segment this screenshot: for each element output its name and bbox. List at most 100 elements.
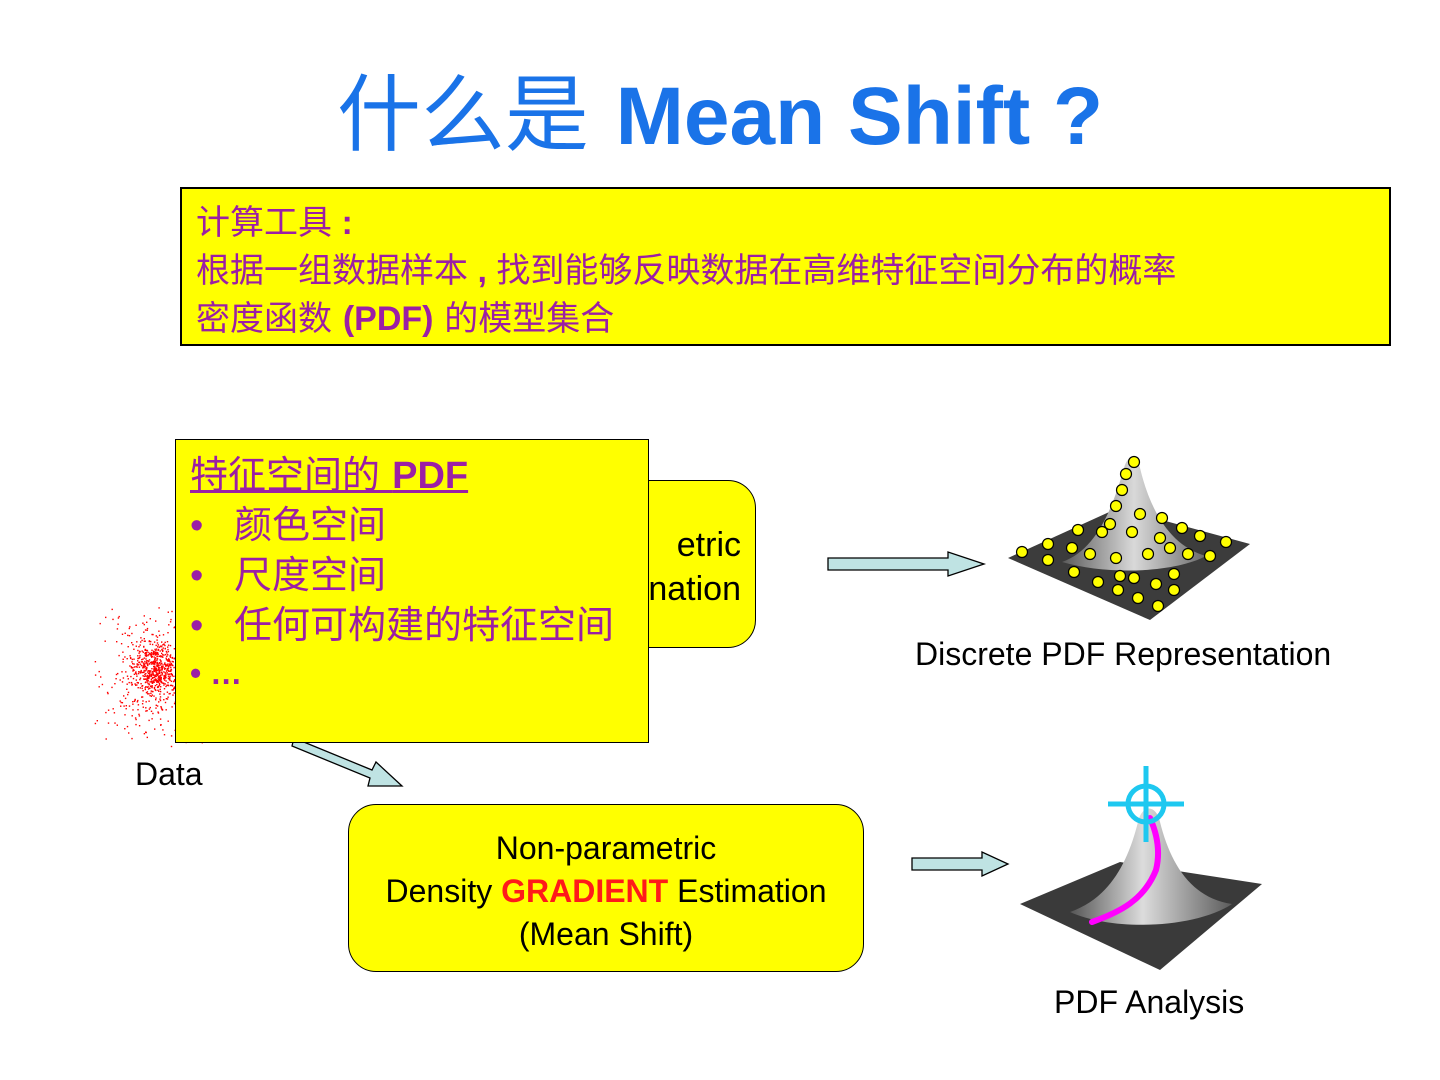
data-point [160, 679, 162, 681]
data-point [146, 691, 149, 693]
data-point [98, 686, 100, 688]
data-point [160, 676, 162, 679]
data-point [156, 681, 158, 683]
data-point [157, 644, 159, 646]
data-point [134, 717, 137, 719]
title-english: Mean Shift ? [615, 71, 1104, 162]
data-point [156, 636, 159, 638]
data-point [150, 710, 153, 712]
data-point [143, 657, 146, 659]
data-point [144, 640, 146, 642]
data-point [144, 665, 147, 667]
data-point [151, 656, 153, 658]
data-point [135, 673, 138, 675]
target-crosshair-icon [1108, 766, 1184, 842]
data-point [112, 708, 114, 710]
data-point [158, 679, 161, 681]
data-point [148, 700, 150, 702]
data-point [120, 701, 122, 704]
data-point [167, 644, 170, 646]
data-point [158, 675, 160, 677]
data-point [144, 649, 146, 651]
data-point [125, 671, 127, 673]
data-point [159, 677, 162, 679]
sample-dot [1125, 525, 1139, 539]
data-point [146, 663, 148, 665]
data-point [151, 690, 153, 693]
data-point [166, 684, 168, 687]
data-point [132, 703, 134, 705]
data-point [162, 656, 164, 658]
data-point [145, 669, 148, 671]
data-point [160, 724, 162, 726]
data-point [144, 675, 147, 677]
data-point [124, 728, 126, 730]
data-point [122, 677, 125, 679]
data-point [163, 676, 165, 678]
data-point [166, 671, 168, 674]
data-point [169, 656, 172, 658]
data-point [156, 642, 159, 644]
data-point [128, 732, 130, 734]
sample-dot [1115, 483, 1129, 497]
data-point [154, 665, 156, 667]
data-point [165, 685, 167, 688]
data-point [156, 683, 158, 686]
data-point [170, 684, 172, 687]
data-point [173, 688, 175, 690]
data-point [166, 691, 169, 693]
definition-line-2: 根据一组数据样本 , 找到能够反映数据在高维特征空间分布的概率 [196, 247, 1375, 295]
data-point [156, 686, 159, 689]
data-point [142, 662, 145, 664]
data-point [155, 667, 157, 669]
definition-text-a: 根据一组数据样本 [196, 251, 468, 291]
definition-pdf: (PDF) [342, 300, 434, 338]
data-point [160, 664, 162, 666]
bullet-icon: • [190, 605, 204, 647]
data-point [152, 673, 154, 675]
data-point [156, 665, 158, 667]
data-point [149, 672, 151, 674]
data-point [147, 680, 149, 682]
data-point [149, 643, 151, 645]
data-point [127, 678, 129, 680]
data-point [150, 685, 152, 687]
data-point [136, 666, 138, 668]
data-point [143, 665, 146, 667]
data-point [145, 707, 147, 709]
data-point [165, 664, 168, 667]
sample-dot [1015, 545, 1029, 559]
data-point [168, 678, 170, 681]
pdf-analysis-label: PDF Analysis [1054, 984, 1245, 1020]
feature-space-box: 特征空间的 PDF •颜色空间 •尺度空间 •任何可构建的特征空间 • … [175, 439, 649, 743]
data-point [147, 670, 149, 672]
data-point [118, 654, 120, 657]
data-point [111, 686, 113, 689]
pdf-analysis-surface [1020, 766, 1262, 970]
data-point [148, 674, 151, 677]
data-point [150, 675, 153, 677]
data-point [165, 709, 167, 711]
data-point [162, 682, 165, 684]
data-point [173, 702, 176, 705]
data-point [143, 663, 146, 666]
data-point [171, 706, 173, 708]
data-point [152, 662, 154, 664]
data-point [119, 700, 121, 702]
data-point [140, 637, 142, 639]
data-point [167, 646, 169, 648]
data-point [136, 664, 138, 666]
data-point [146, 627, 149, 630]
data-point [143, 671, 145, 673]
data-point [136, 641, 138, 643]
data-point [153, 661, 156, 663]
data-point [142, 690, 144, 692]
data-point [148, 663, 151, 665]
title-chinese: 什么是 [336, 66, 616, 164]
data-point [157, 652, 159, 655]
data-point [159, 679, 162, 682]
data-point [131, 661, 133, 663]
data-point [94, 661, 97, 663]
gradient-line-2: Density GRADIENT Estimation [385, 873, 827, 909]
backbox-line-1: etric [676, 526, 741, 564]
